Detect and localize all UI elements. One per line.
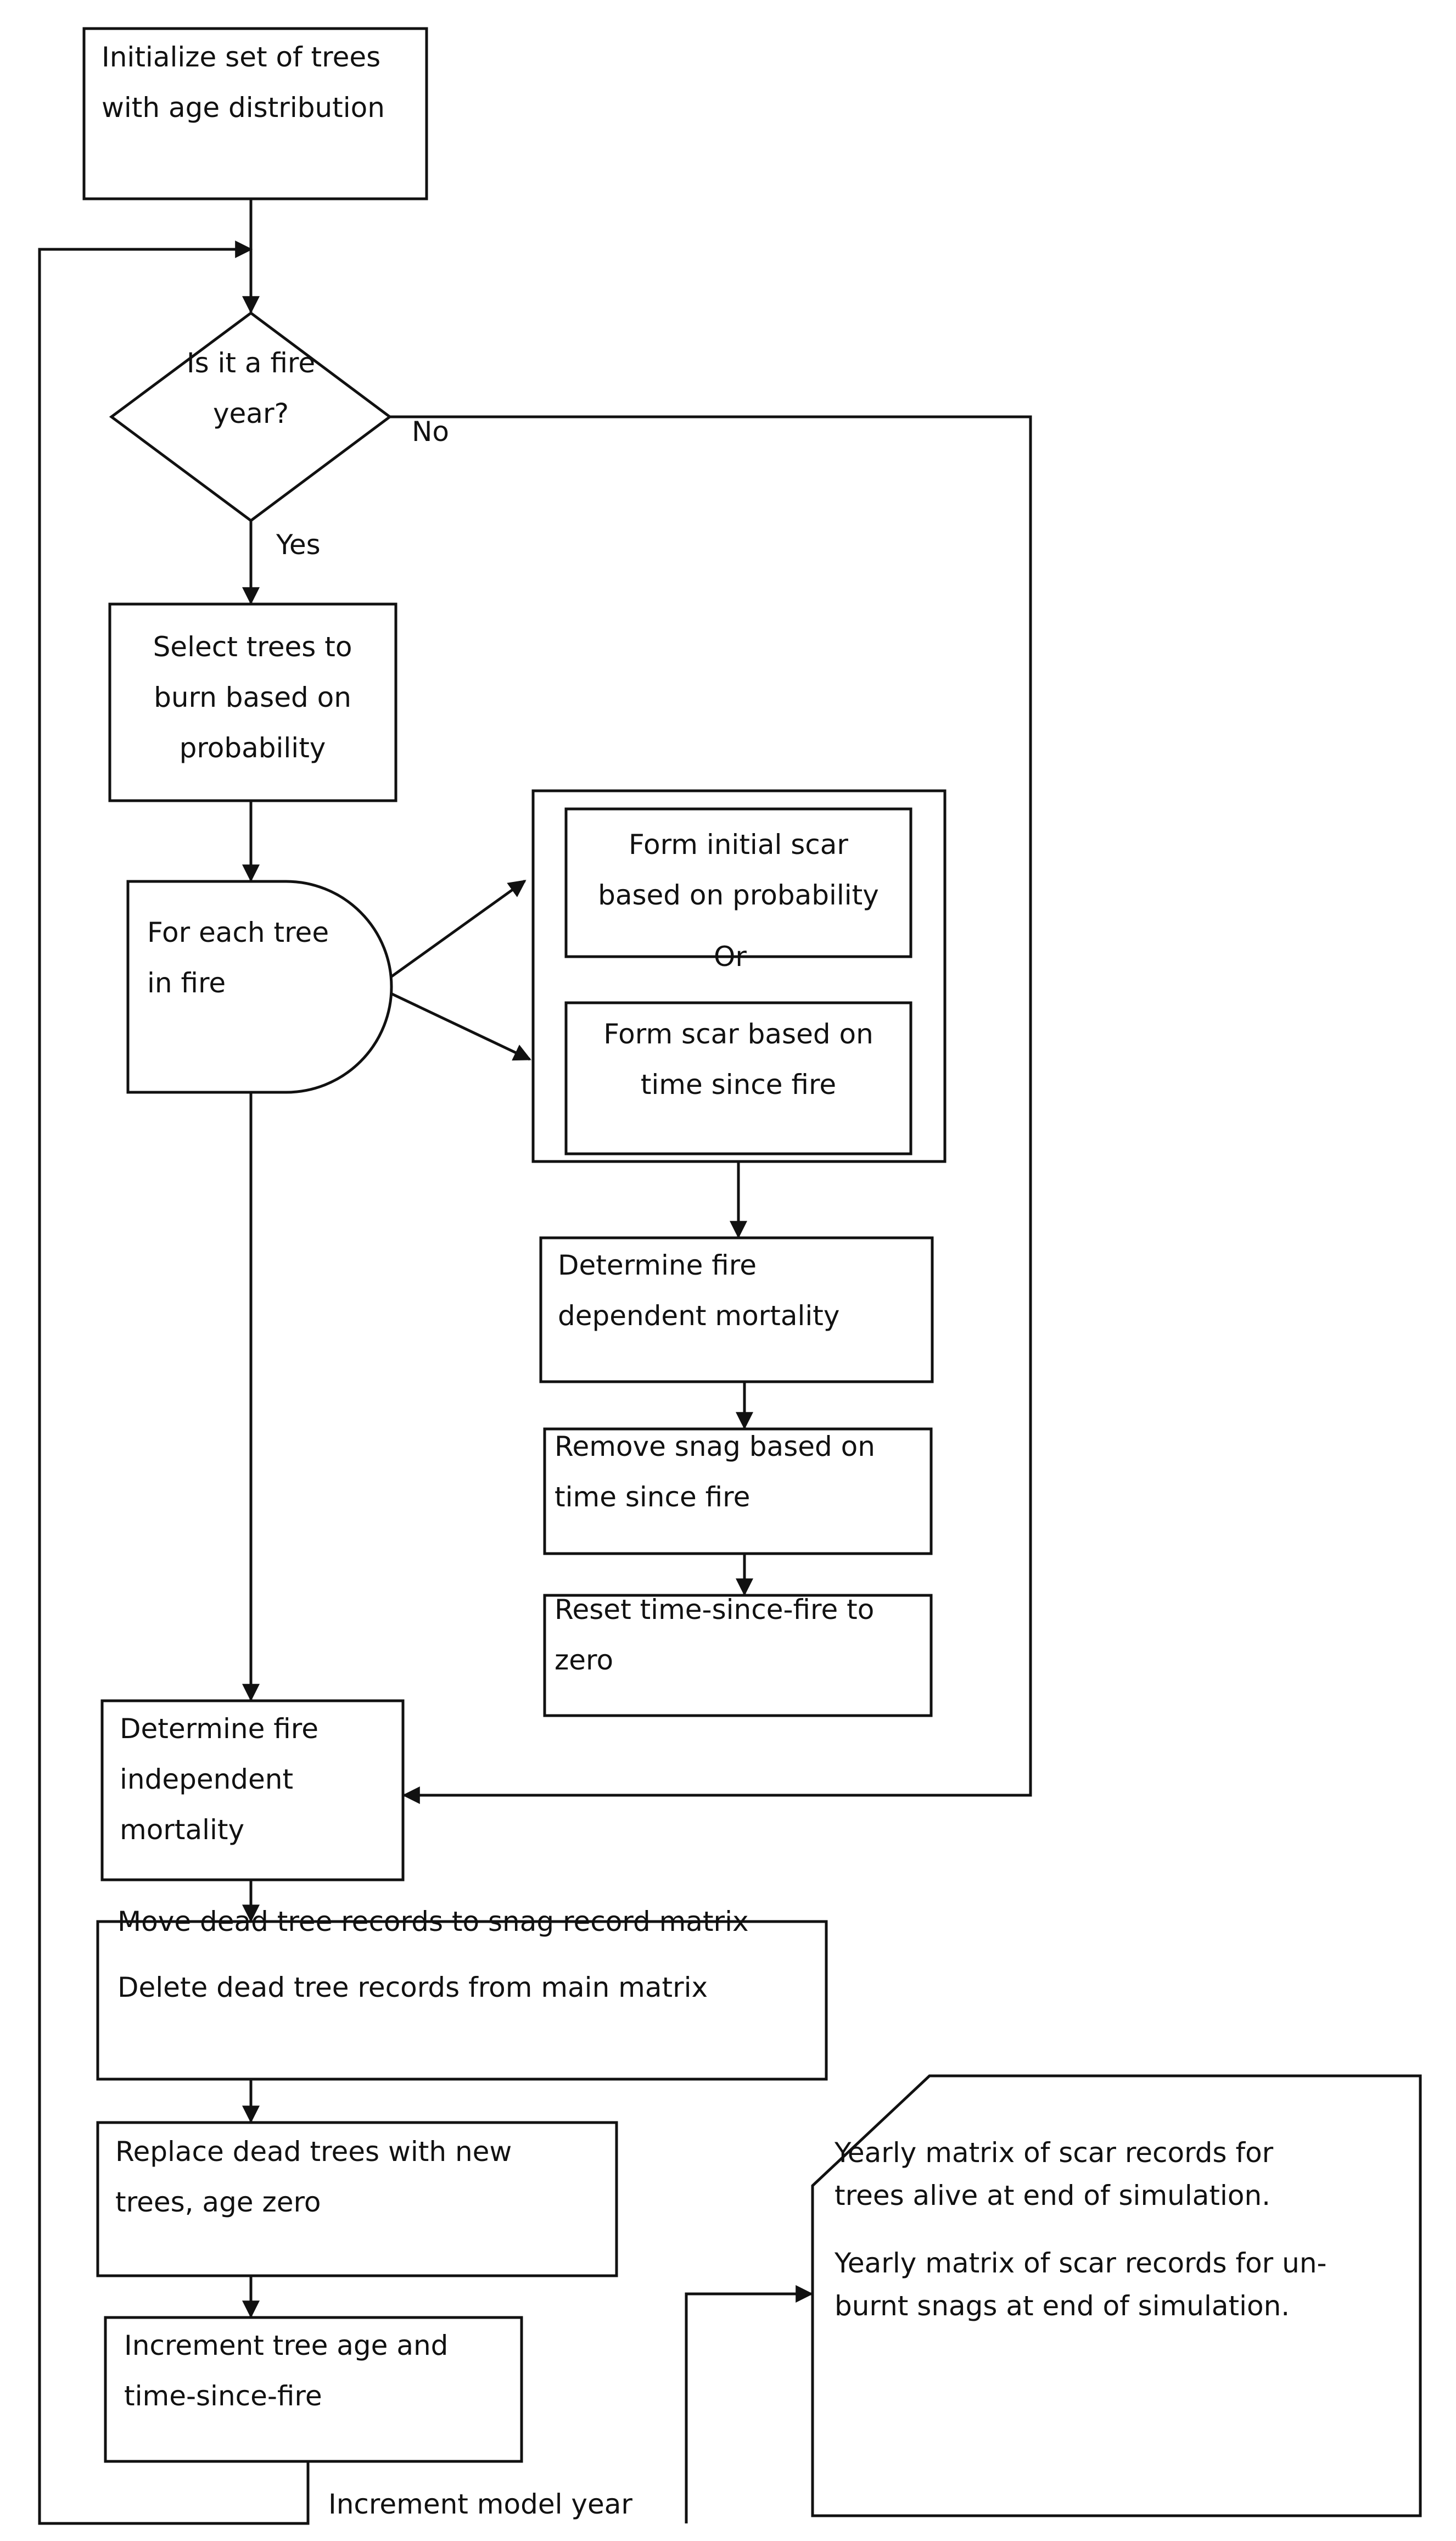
move-dead-records-label: Move dead tree records to snag record ma… (117, 1906, 749, 1937)
reset-time-label: Reset time-since-fire to zero (555, 1594, 875, 1676)
scar-time-label: Form scar based on time since fire (603, 1018, 873, 1101)
initial-scar-label: Form initial scar based on probability (598, 829, 879, 911)
or-label: Or (714, 941, 747, 973)
fire-dep-mortality-label: Determine fire dependent mortality (558, 1249, 840, 1332)
fire-indep-mortality-label: Determine fire independent mortality (120, 1713, 318, 1846)
remove-snag-label: Remove snag based on time since fire (555, 1431, 875, 1513)
scar-time-box (564, 1001, 912, 1155)
edge-label-yes: Yes (276, 529, 321, 561)
select-trees-label: Select trees to burn based on probabilit… (153, 631, 352, 764)
fire-year-label: Is it a fire year? (186, 347, 316, 429)
arrow-to-output (685, 2285, 814, 2523)
initialize-label: Initialize set of trees with age distrib… (102, 41, 385, 124)
output-alive-label: Yearly matrix of scar records for trees … (835, 2137, 1274, 2211)
fire-indep-mortality-box (100, 1699, 405, 1881)
increment-age-label: Increment tree age and time-since-fire (124, 2330, 449, 2412)
arrow-no (390, 415, 1032, 1804)
edge-label-increment-model-year: Increment model year (328, 2488, 632, 2520)
replace-dead-box (96, 2121, 618, 2277)
arrow-to-scar-time (390, 992, 531, 1061)
arrow-to-initial-scar (390, 879, 527, 979)
replace-dead-label: Replace dead trees with new trees, age z… (115, 2136, 512, 2218)
for-each-tree-delay-shape (126, 880, 393, 1094)
output-snags-label: Yearly matrix of scar records for un- bu… (835, 2247, 1327, 2322)
increment-age-box (104, 2316, 523, 2463)
initial-scar-box (564, 807, 912, 958)
initialize-box (82, 27, 428, 200)
edge-label-no: No (412, 416, 449, 448)
arrow-loop-increment-model-year (38, 241, 310, 2525)
output-document-shape (811, 2074, 1422, 2517)
dead-records-box (96, 1920, 828, 2081)
delete-dead-records-label: Delete dead tree records from main matri… (117, 1972, 708, 2003)
remove-snag-box (543, 1427, 933, 1555)
for-each-tree-label: For each tree in fire (147, 917, 329, 999)
fire-dep-mortality-box (539, 1236, 934, 1383)
